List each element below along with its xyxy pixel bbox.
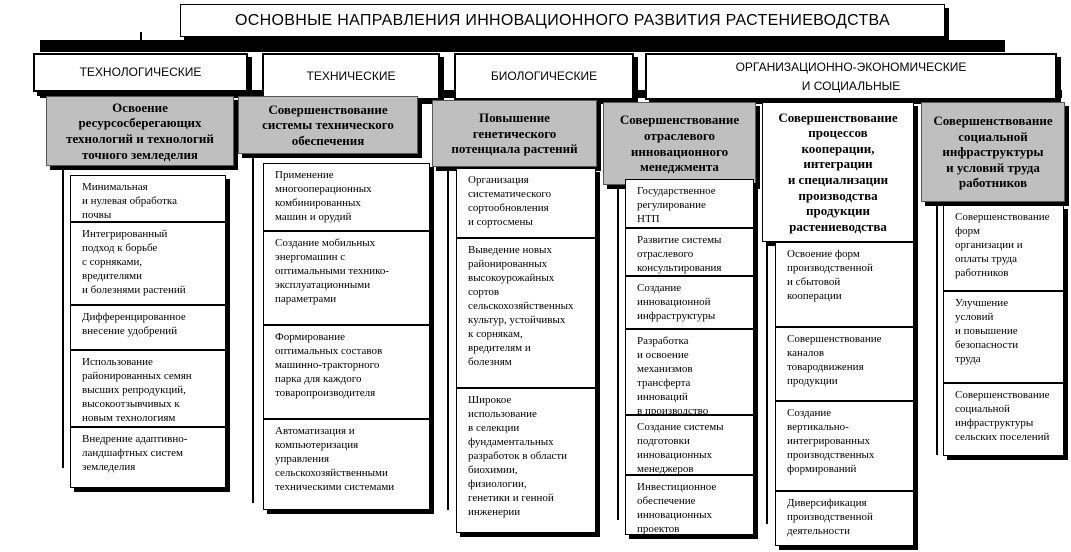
heading-innovation-management: Совершенствование отраслевого инновацион… (603, 102, 756, 185)
list-item: Совершенствование форм организации и опл… (943, 205, 1064, 291)
list-item: Использование районированных семян высши… (70, 350, 226, 427)
heading-resource-saving: Освоение ресурсосберегающих технологий и… (46, 96, 234, 166)
heading-genetic-potential: Повышение генетического потенциала расте… (432, 100, 597, 167)
list-item: Освоение форм производственной и сбытово… (775, 242, 914, 327)
column-connector (766, 240, 768, 524)
list-item: Дифференцированное внесение удобрений (70, 305, 226, 350)
column-connector (617, 185, 619, 520)
direction-technological: ТЕХНОЛОГИЧЕСКИЕ (33, 53, 248, 92)
list-item: Создание инновационной инфраструктуры (625, 276, 754, 329)
list-item: Разработка и освоение механизмов трансфе… (625, 329, 754, 417)
connector-line (140, 32, 142, 42)
list-item: Интегрированный подход к борьбе с сорняк… (70, 222, 226, 305)
list-item: Формирование оптимальных составов машинн… (263, 325, 430, 419)
column-connector (936, 200, 938, 455)
list-item: Организация систематического сортообновл… (456, 168, 596, 238)
column-connector (447, 150, 449, 510)
list-item: Инвестиционное обеспечение инновационных… (625, 475, 754, 535)
list-item: Автоматизация и компьютеризация управлен… (263, 419, 430, 510)
list-item: Минимальная и нулевая обработка почвы (70, 175, 226, 222)
heading-social-infrastructure: Совершенствование социальной инфраструкт… (921, 102, 1065, 202)
column-connector (62, 165, 64, 468)
connector-line (545, 32, 547, 42)
list-item: Государственное регулирование НТП (625, 179, 754, 228)
page-number: 16 (0, 298, 2, 311)
list-item: Внедрение адаптивно- ландшафтных систем … (70, 427, 226, 488)
list-item: Применение многооперационных комбинирова… (263, 163, 430, 231)
connector-line (350, 32, 352, 42)
list-item: Совершенствование социальной инфраструкт… (943, 383, 1064, 456)
list-item: Создание системы подготовки инновационны… (625, 415, 754, 475)
connector-line (840, 32, 842, 42)
heading-cooperation-integration: Совершенствование процессов кооперации, … (762, 102, 914, 242)
direction-technical: ТЕХНИЧЕСКИЕ (262, 53, 440, 100)
list-item: Диверсификация производственной деятельн… (775, 491, 914, 546)
list-item: Создание мобильных энергомашин с оптимал… (263, 231, 430, 325)
connector-bar (40, 40, 1005, 52)
list-item: Создание вертикально- интегрированных пр… (775, 401, 914, 491)
list-item: Выведение новых районированных высокоуро… (456, 238, 596, 388)
list-item: Улучшение условий и повышение безопаснос… (943, 291, 1064, 383)
list-item: Широкое использование в селекции фундаме… (456, 388, 596, 533)
list-item: Развитие системы отраслевого консультиро… (625, 228, 754, 276)
direction-biological: БИОЛОГИЧЕСКИЕ (454, 53, 634, 100)
list-item: Совершенствование каналов товародвижения… (775, 327, 914, 401)
diagram-title: ОСНОВНЫЕ НАПРАВЛЕНИЯ ИННОВАЦИОННОГО РАЗВ… (180, 4, 945, 37)
heading-technical-support: Совершенствование системы технического о… (238, 96, 418, 154)
direction-org-economic-social: ОРГАНИЗАЦИОННО-ЭКОНОМИЧЕСКИЕ И СОЦИАЛЬНЫ… (645, 53, 1057, 100)
column-connector (252, 150, 254, 503)
